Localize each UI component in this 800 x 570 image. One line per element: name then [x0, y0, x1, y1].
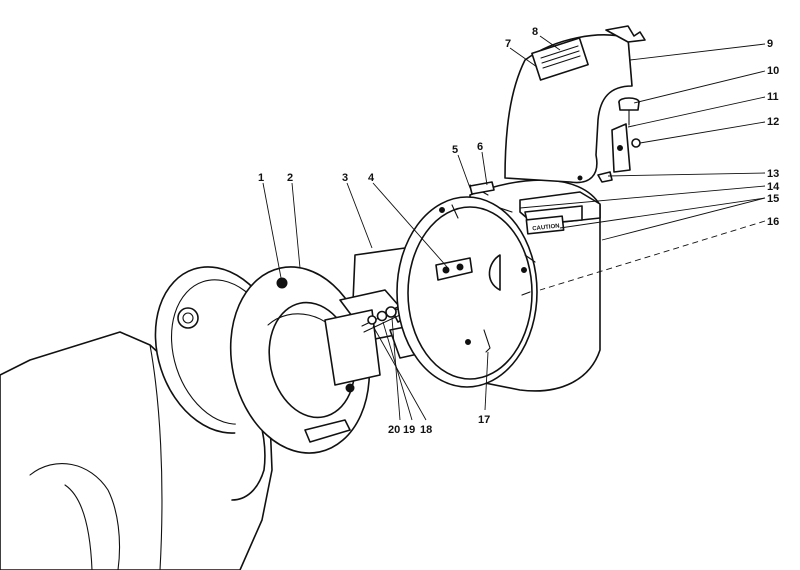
callout-8: 8: [532, 26, 538, 38]
callout-17: 17: [478, 414, 490, 426]
mounting-bracket: [435, 257, 473, 281]
cover-tab: [605, 25, 646, 43]
bracket-nut: [631, 138, 641, 148]
callout-2: 2: [287, 172, 293, 184]
callout-1: 1: [258, 172, 264, 184]
callout-13: 13: [767, 168, 779, 180]
callout-18: 18: [420, 424, 432, 436]
callout-3: 3: [342, 172, 348, 184]
screw-hole: [345, 383, 355, 393]
nut: [385, 306, 397, 318]
callout-labels: 1 2 3 4 5 6 7 8 9 10 11 12 13 14 15 16 1…: [258, 26, 780, 436]
callout-7: 7: [505, 38, 511, 50]
callout-5: 5: [452, 144, 458, 156]
callout-14: 14: [767, 181, 780, 193]
outlet-opening: [488, 254, 501, 291]
lock-washer: [376, 310, 388, 322]
callout-20: 20: [388, 424, 400, 436]
callout-4: 4: [368, 172, 375, 184]
washer: [367, 315, 377, 325]
callout-19: 19: [403, 424, 415, 436]
callout-16: 16: [767, 216, 779, 228]
caution-plate: [525, 215, 565, 235]
discharge-chute: CAUTION: [519, 191, 601, 235]
mounting-boss: [177, 307, 199, 329]
latch: [469, 181, 495, 195]
callout-11: 11: [767, 91, 779, 103]
blower-housing: [396, 179, 601, 392]
clip: [597, 171, 613, 183]
caution-plate-text: CAUTION: [532, 224, 560, 233]
callout-9: 9: [767, 38, 773, 50]
callout-6: 6: [477, 141, 483, 153]
callout-10: 10: [767, 65, 779, 77]
callout-12: 12: [767, 116, 779, 128]
top-cover: [504, 25, 646, 184]
leader-lines: [262, 35, 766, 421]
cover-hardware: [577, 97, 641, 183]
callout-15: 15: [767, 193, 779, 205]
